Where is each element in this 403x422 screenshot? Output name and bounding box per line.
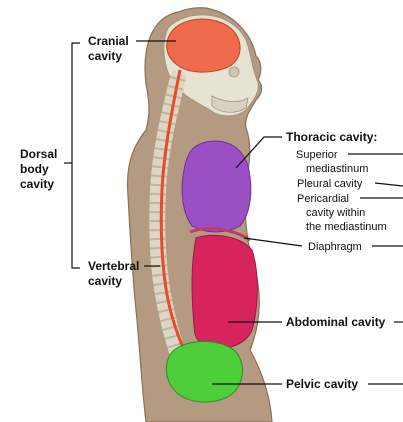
thoracic-title-label: Thoracic cavity:: [286, 130, 377, 144]
pericardial-label-line2: cavity within: [306, 207, 365, 219]
pelvic-cavity-shape: [166, 342, 242, 403]
diaphragm-label: Diaphragm: [308, 241, 362, 253]
dorsal-bracket: [72, 43, 80, 268]
vertebral-label-line2: cavity: [88, 274, 122, 288]
eye-socket: [229, 67, 239, 77]
cranial-label-line1: Cranial: [88, 34, 129, 48]
pelvic-label: Pelvic cavity: [286, 377, 358, 391]
vertebral-label-line1: Vertebral: [88, 259, 139, 273]
pleural-label: Pleural cavity: [297, 178, 363, 190]
dorsal-label-line2: body: [20, 162, 49, 176]
diaphragm-leader-left: [244, 238, 302, 246]
dorsal-label-line3: cavity: [20, 177, 54, 191]
abdominal-label: Abdominal cavity: [286, 315, 386, 329]
pleural-leader: [375, 183, 403, 186]
cranial-label-line2: cavity: [88, 49, 122, 63]
pericardial-label-line3: the mediastinum: [306, 221, 387, 233]
abdominal-cavity-shape: [192, 235, 257, 348]
superior-label-line2: mediastinum: [306, 163, 368, 175]
dorsal-label-line1: Dorsal: [20, 147, 57, 161]
thoracic-cavity-shape: [182, 141, 251, 232]
pericardial-label-line1: Pericardial: [297, 193, 349, 205]
superior-label-line1: Superior: [296, 149, 338, 161]
cranial-cavity-shape: [167, 19, 240, 72]
